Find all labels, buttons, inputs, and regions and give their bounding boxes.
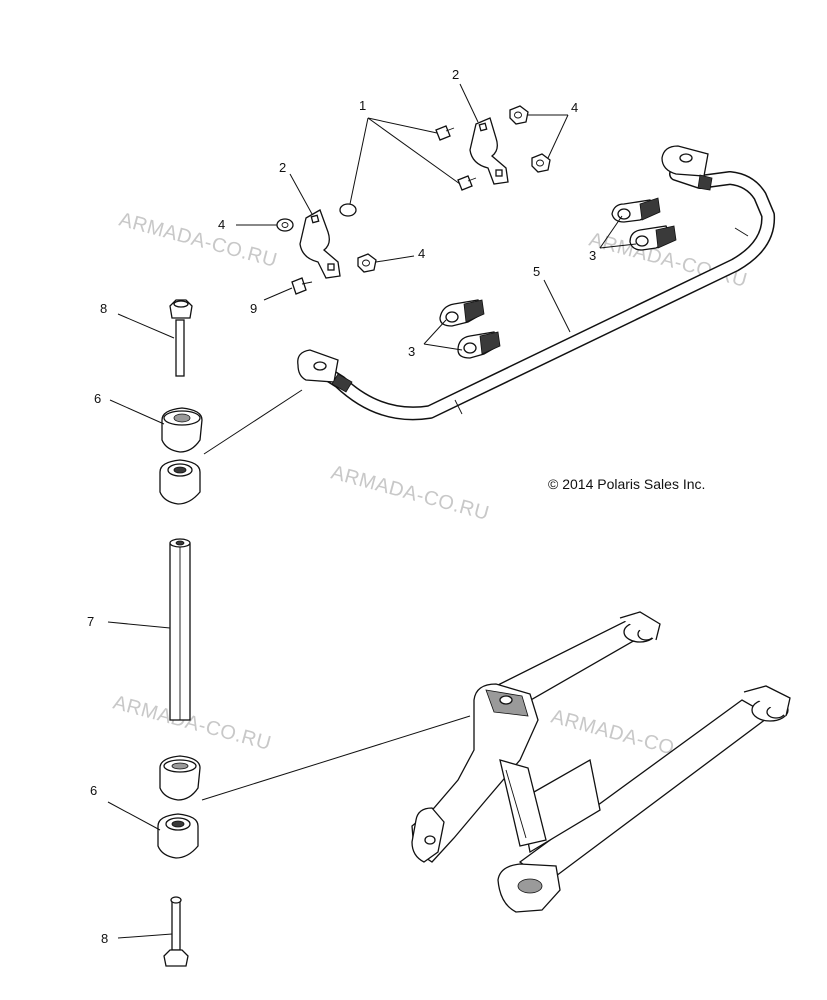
callout-6: 6 (94, 391, 101, 406)
bolt-small (435, 125, 455, 141)
stabilizer-bar (297, 145, 776, 421)
callout-4: 4 (418, 246, 425, 261)
bushing (161, 407, 203, 453)
bar-clamp-upper (611, 197, 677, 251)
callout-2: 2 (452, 67, 459, 82)
bracket-upper (469, 117, 509, 185)
bushing (157, 813, 199, 859)
mounting-bolt-upper (169, 299, 193, 377)
callout-1: 1 (359, 98, 366, 113)
nut (509, 105, 529, 125)
callout-labels: 1 2 2 4 4 4 3 3 5 9 8 6 7 6 8 (87, 67, 596, 946)
leader-lines (107, 83, 637, 939)
callout-8: 8 (100, 301, 107, 316)
nut (357, 253, 377, 273)
bushing (159, 459, 201, 505)
bolt-small (339, 203, 357, 217)
callout-4: 4 (218, 217, 225, 232)
bar-clamp-lower (439, 299, 501, 359)
bolt-small (457, 175, 477, 191)
spacer-tube (169, 538, 191, 721)
callout-3: 3 (589, 248, 596, 263)
callout-6: 6 (90, 783, 97, 798)
copyright-notice: © 2014 Polaris Sales Inc. (548, 476, 705, 492)
watermark: ARMADA-CO.RU (117, 209, 280, 272)
suspension-frame (411, 611, 791, 913)
watermark: ARMADA-CO.RU (111, 692, 274, 755)
callout-2: 2 (279, 160, 286, 175)
nut (531, 153, 551, 173)
callout-4: 4 (571, 100, 578, 115)
watermark: ARMADA-CO.RU (329, 462, 492, 525)
screw (291, 277, 313, 295)
callout-7: 7 (87, 614, 94, 629)
nut (276, 218, 294, 232)
callout-5: 5 (533, 264, 540, 279)
callout-8: 8 (101, 931, 108, 946)
mounting-bolt-lower (163, 896, 189, 967)
bracket-left (299, 209, 341, 279)
bushing (159, 755, 201, 801)
callout-3: 3 (408, 344, 415, 359)
callout-9: 9 (250, 301, 257, 316)
